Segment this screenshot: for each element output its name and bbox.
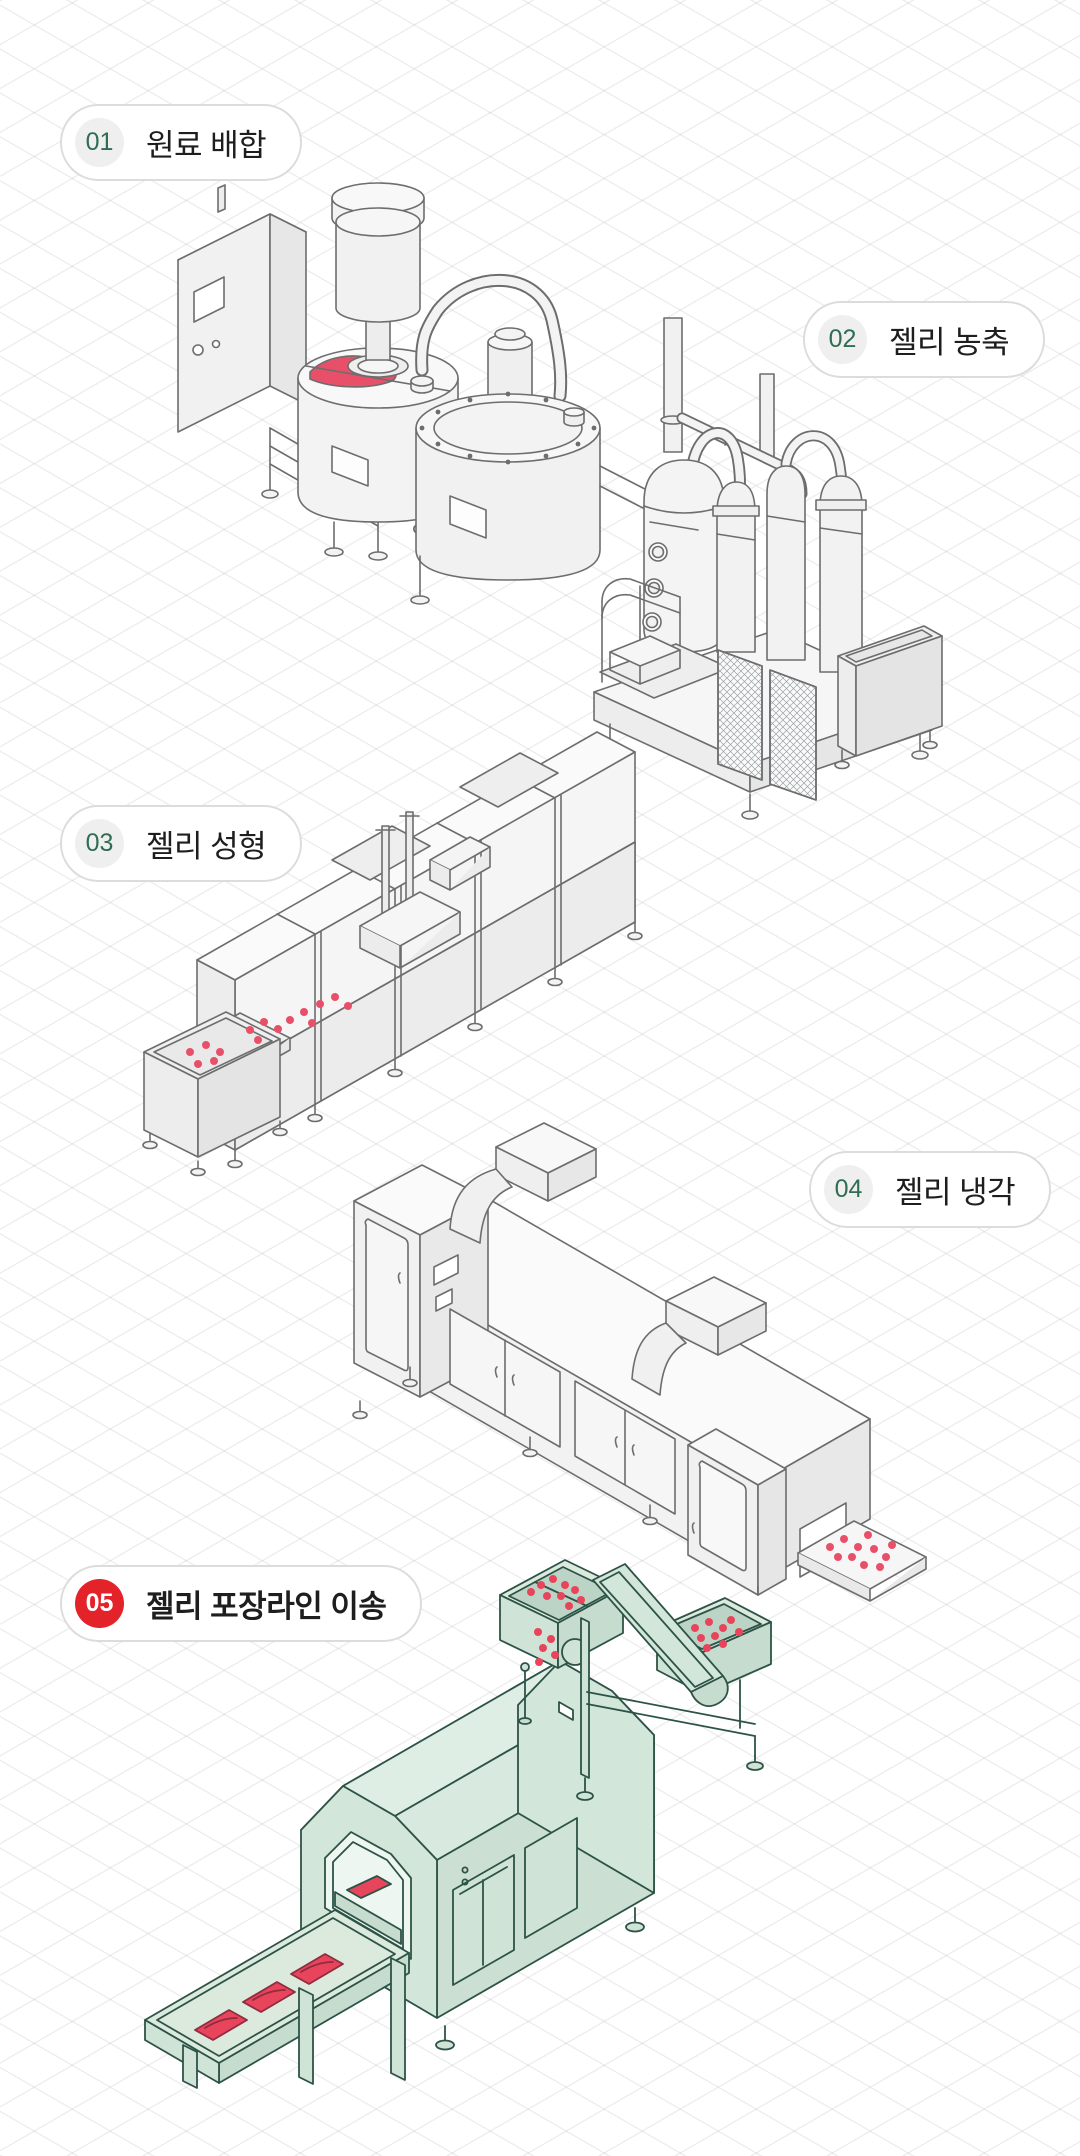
jelly-bin — [142, 1011, 288, 1177]
concentration-column-3 — [766, 465, 806, 661]
cooling-tunnel-illustration — [352, 1122, 927, 1602]
step-pill-04: 04 젤리 냉각 — [809, 1151, 1052, 1228]
step-number-badge-05: 05 — [75, 1579, 124, 1628]
step-pill-05: 05 젤리 포장라인 이송 — [60, 1565, 423, 1642]
mixing-tank-2 — [410, 327, 601, 605]
bin-jellies — [691, 1616, 743, 1652]
machine-feet — [352, 1366, 759, 1596]
elevator-support-frame — [576, 1617, 764, 1801]
step-label-04: 젤리 냉각 — [895, 1175, 1016, 1210]
step-label-01: 원료 배합 — [146, 128, 267, 163]
left-cabinet — [353, 1164, 489, 1398]
access-platform — [599, 577, 731, 699]
step-number-badge-03: 03 — [75, 819, 124, 868]
roof-duct-left — [449, 1122, 597, 1244]
tunnel-doors — [449, 1308, 676, 1515]
forming-line-illustration — [142, 731, 643, 1177]
jelly-pouches — [194, 1953, 344, 2041]
step-label-02: 젤리 농축 — [889, 325, 1010, 360]
concentration-column-4 — [815, 475, 867, 673]
step-label-03: 젤리 성형 — [146, 829, 267, 864]
transfer-pipe — [415, 274, 568, 403]
mesh-guard-panels — [717, 649, 817, 801]
agitator-motor — [331, 182, 425, 361]
collection-bin — [834, 625, 943, 770]
concentration-columns-illustration — [593, 317, 943, 820]
mixing-tanks-illustration — [177, 182, 692, 605]
concentration-column-2 — [712, 481, 760, 653]
step-number-badge-02: 02 — [818, 315, 867, 364]
depositor-nozzles — [359, 811, 461, 969]
roof-duct-right — [631, 1276, 767, 1396]
exit-conveyor — [797, 1502, 927, 1602]
tray-jellies — [527, 1575, 585, 1610]
control-cabinet — [177, 184, 307, 433]
step-number-badge-01: 01 — [75, 118, 124, 167]
elevator-belt — [592, 1563, 729, 1707]
step-number-badge-04: 04 — [824, 1165, 873, 1214]
step-pill-01: 01 원료 배합 — [60, 104, 303, 181]
cooled-jellies — [826, 1531, 896, 1571]
step-label-05: 젤리 포장라인 이송 — [146, 1589, 387, 1624]
jelly-pieces — [186, 993, 352, 1068]
falling-jellies — [534, 1628, 559, 1666]
feeder-tray — [499, 1559, 624, 1669]
packaging-line-illustration — [144, 1559, 772, 2089]
pouch-in-tunnel — [346, 1875, 392, 1899]
outfeed-conveyor — [144, 1909, 410, 2089]
step-pill-03: 03 젤리 성형 — [60, 805, 303, 882]
evaporator-vessel — [642, 459, 725, 653]
step-pill-02: 02 젤리 농축 — [803, 301, 1046, 378]
